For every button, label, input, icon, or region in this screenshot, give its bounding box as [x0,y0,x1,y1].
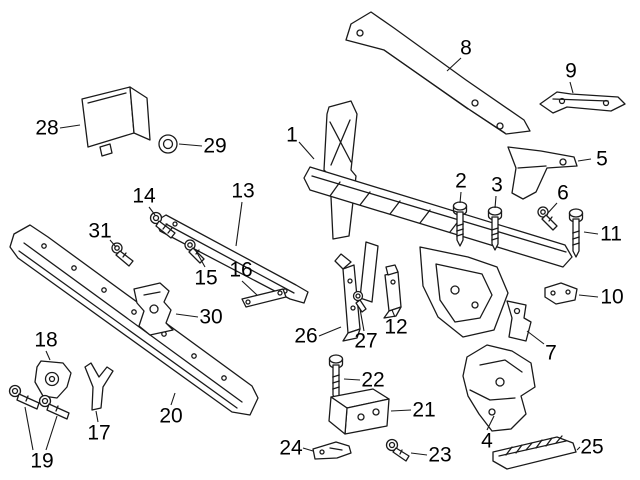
callout-22[interactable]: 22 [361,368,385,392]
callout-15[interactable]: 15 [194,266,218,290]
leader-line-3 [494,195,497,209]
rail-25-drawing [492,435,577,470]
clip-24-drawing [312,441,352,460]
callout-31[interactable]: 31 [88,219,112,243]
callout-21[interactable]: 21 [412,398,436,422]
leader-line-25 [576,446,581,451]
leader-line-17 [95,410,99,423]
leader-line-19b [45,415,58,451]
leader-line-29 [178,143,203,147]
leader-line-11 [583,231,599,235]
bolt-2-drawing [452,201,468,247]
callout-20[interactable]: 20 [159,404,183,428]
plate-21-drawing [328,388,390,435]
callout-10[interactable]: 10 [600,285,624,309]
callout-8[interactable]: 8 [460,36,472,60]
leader-line-27 [359,308,365,332]
callout-13[interactable]: 13 [231,179,255,203]
bracket-17-drawing [84,362,114,411]
bracket-5-drawing [507,146,578,200]
callout-12[interactable]: 12 [384,315,408,339]
callout-6[interactable]: 6 [557,181,569,205]
leader-line-4 [486,415,495,431]
leader-line-8 [446,57,462,72]
callout-5[interactable]: 5 [596,147,608,171]
callout-7[interactable]: 7 [545,341,557,365]
leader-line-26 [318,326,342,337]
leader-line-22 [343,378,361,381]
leader-line-19a [24,406,34,451]
callout-27[interactable]: 27 [354,329,378,353]
callout-19[interactable]: 19 [30,449,54,473]
callout-30[interactable]: 30 [199,305,223,329]
bracket-7-drawing [506,300,532,342]
leader-line-7 [526,330,545,345]
callout-2[interactable]: 2 [455,169,467,193]
callout-14[interactable]: 14 [132,184,156,208]
leader-line-20 [170,392,176,406]
callout-16[interactable]: 16 [229,258,253,282]
leader-line-23 [410,452,428,456]
callout-25[interactable]: 25 [580,435,604,459]
clamp-10-drawing [544,282,578,305]
leader-line-6 [546,202,558,215]
leader-line-16 [241,280,258,296]
leader-line-14 [148,206,156,216]
screw-23-drawing [385,438,410,462]
callout-4[interactable]: 4 [481,429,493,453]
leader-line-28 [59,124,81,129]
bolt-pair-19-drawing [8,384,70,420]
callout-9[interactable]: 9 [565,59,577,83]
bumper-bar-drawing [9,224,259,416]
callout-11[interactable]: 11 [600,222,622,246]
bracket-9-drawing [539,91,626,114]
bolt-22-drawing [328,354,344,402]
leader-line-2 [459,191,462,204]
leader-line-15 [195,250,206,268]
callout-18[interactable]: 18 [34,328,58,352]
leader-line-13 [235,201,243,247]
leader-line-12 [391,309,396,318]
leader-line-24 [302,447,314,452]
callout-29[interactable]: 29 [203,134,227,158]
leader-line-18 [45,350,51,361]
cowl-panel-drawing [345,11,531,135]
grommet-drawing [158,134,178,154]
screw-6-drawing [537,206,558,231]
leader-line-1 [298,141,315,160]
callout-1[interactable]: 1 [286,123,298,147]
callout-28[interactable]: 28 [35,116,59,140]
link-plate-drawing [241,288,287,308]
leader-line-10 [578,294,599,298]
stay-12-drawing [383,264,402,319]
callout-26[interactable]: 26 [294,324,318,348]
callout-24[interactable]: 24 [279,436,303,460]
bracket-18-drawing [34,360,72,399]
callout-3[interactable]: 3 [491,173,503,197]
stay-26-drawing [334,253,361,342]
bracket-30-drawing [133,282,174,336]
callout-23[interactable]: 23 [428,443,452,467]
sensor-module-drawing [81,86,151,157]
leader-line-5 [577,158,592,162]
radiator-support-drawing [303,100,573,338]
leader-line-31 [109,239,117,248]
bracket-4-drawing [462,344,536,432]
leader-lines [24,57,599,456]
leader-line-30 [175,313,199,318]
leader-line-9 [569,81,574,94]
leader-line-21 [390,409,412,412]
callout-17[interactable]: 17 [87,421,111,445]
screw-14-drawing [149,211,176,239]
bolt-11-drawing [568,208,584,258]
screw-27-drawing [352,290,367,313]
